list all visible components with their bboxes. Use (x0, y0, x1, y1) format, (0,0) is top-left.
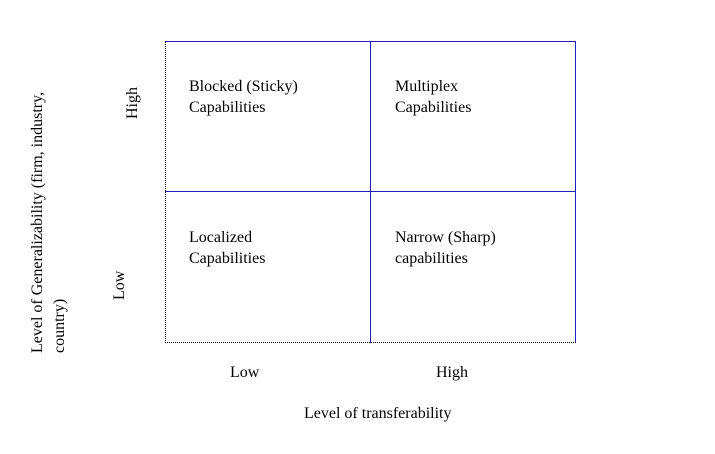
cell-top-right-line2: Capabilities (395, 99, 472, 116)
cell-bottom-right-line1: Narrow (Sharp) (395, 229, 496, 246)
cell-multiplex-capabilities: Multiplex Capabilities (395, 76, 471, 118)
matrix-right-border (575, 41, 576, 343)
cell-bottom-left-line1: Localized (189, 229, 253, 246)
y-axis-title: Level of Generalizability (firm, industr… (29, 91, 68, 353)
x-axis-title: Level of transferability (304, 405, 452, 422)
y-axis-high-label: High (124, 87, 141, 119)
cell-blocked-sticky-capabilities: Blocked (Sticky) Capabilities (189, 76, 298, 118)
matrix-vertical-divider (370, 41, 371, 343)
cell-top-left-line1: Blocked (Sticky) (189, 78, 298, 95)
cell-top-left-line2: Capabilities (189, 99, 266, 116)
capabilities-matrix (165, 41, 576, 343)
x-axis-high-label: High (436, 364, 468, 381)
cell-narrow-sharp-capabilities: Narrow (Sharp) capabilities (395, 227, 496, 269)
cell-top-right-line1: Multiplex (395, 78, 459, 95)
y-axis-low-label: Low (111, 270, 128, 300)
matrix-bottom-border (165, 342, 576, 343)
cell-bottom-left-line2: Capabilities (189, 250, 266, 267)
cell-bottom-right-line2: capabilities (395, 250, 468, 267)
x-axis-low-label: Low (230, 364, 260, 381)
matrix-left-border (165, 41, 166, 343)
cell-localized-capabilities: Localized Capabilities (189, 227, 265, 269)
